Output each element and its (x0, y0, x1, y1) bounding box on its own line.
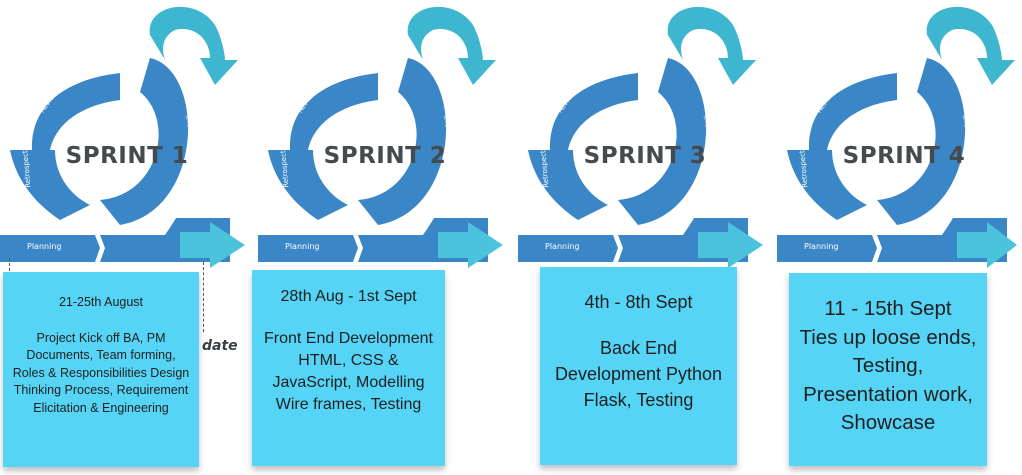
sprint-cycle-graphic (258, 6, 503, 268)
sprint-date: 28th Aug - 1st Sept (280, 288, 417, 305)
retrospect-arc (787, 150, 867, 220)
sprint-cycle-graphic (0, 6, 245, 268)
sprint-title: SPRINT 2 (323, 143, 447, 169)
implementation-arc (877, 58, 966, 225)
sprint-4-diagram: SPRINT 4 Planning Review Retrospect Impl… (777, 0, 1022, 475)
dashed-connector (203, 262, 204, 332)
retrospect-arc (10, 150, 90, 220)
sprint-title: SPRINT 1 (65, 143, 189, 169)
loop-arrow-icon (667, 6, 756, 86)
partial-update-text: date (202, 338, 238, 354)
review-arc (808, 73, 897, 150)
retrospect-arc (528, 150, 608, 220)
planning-label: Planning (545, 242, 580, 251)
next-arrow-icon (698, 222, 763, 268)
retrospect-arc (268, 150, 348, 220)
next-arrow-icon (957, 222, 1017, 268)
sprint-date: 11 - 15th Sept (824, 297, 952, 320)
next-arrow-icon (438, 222, 503, 268)
loop-arrow-icon (926, 6, 1015, 86)
review-arc (289, 73, 378, 150)
planning-bar (777, 235, 877, 262)
review-arc (31, 73, 120, 150)
planning-bar (518, 235, 618, 262)
sprint-date: 4th - 8th Sept (584, 292, 693, 312)
sprint-title: SPRINT 4 (842, 143, 966, 169)
dashed-connector (9, 258, 10, 276)
sprint-date: 21-25th August (58, 295, 144, 309)
implementation-arc (100, 58, 189, 225)
sprint-1-diagram: SPRINT 1 Planning Review Retrospect Impl… (0, 0, 250, 475)
loop-arrow-icon (407, 6, 496, 86)
sprint-description: Front End Development HTML, CSS & JavaSc… (264, 330, 433, 413)
next-arrow-icon (180, 222, 245, 268)
sprint-cycle-graphic (777, 6, 1017, 268)
planning-bar (258, 235, 358, 262)
sprint-2-diagram: SPRINT 2 Planning Review Retrospect Impl… (258, 0, 508, 475)
sprint-1-note: 21-25th August Project Kick off BA, PM D… (3, 272, 199, 467)
implementation-arc (358, 58, 447, 225)
sprint-title: SPRINT 3 (583, 143, 707, 169)
planning-label: Planning (285, 242, 320, 251)
sprint-description: Project Kick off BA, PM Documents, Team … (12, 330, 190, 415)
planning-label: Planning (804, 242, 839, 251)
sprint-cycle-graphic (518, 6, 763, 268)
sprint-4-note: 11 - 15th Sept Ties up loose ends, Testi… (789, 273, 987, 466)
sprint-3-note: 4th - 8th Sept Back End Development Pyth… (540, 267, 737, 465)
review-arc (549, 73, 638, 150)
planning-bar (0, 235, 100, 262)
loop-arrow-icon (149, 6, 238, 86)
sprint-2-note: 28th Aug - 1st Sept Front End Developmen… (252, 270, 445, 466)
sprint-description: Back End Development Python Flask, Testi… (554, 338, 723, 410)
sprint-description: Ties up loose ends, Testing, Presentatio… (799, 325, 977, 435)
sprint-3-diagram: SPRINT 3 Planning Review Retrospect Impl… (518, 0, 768, 475)
planning-label: Planning (27, 242, 62, 251)
implementation-arc (618, 58, 707, 225)
